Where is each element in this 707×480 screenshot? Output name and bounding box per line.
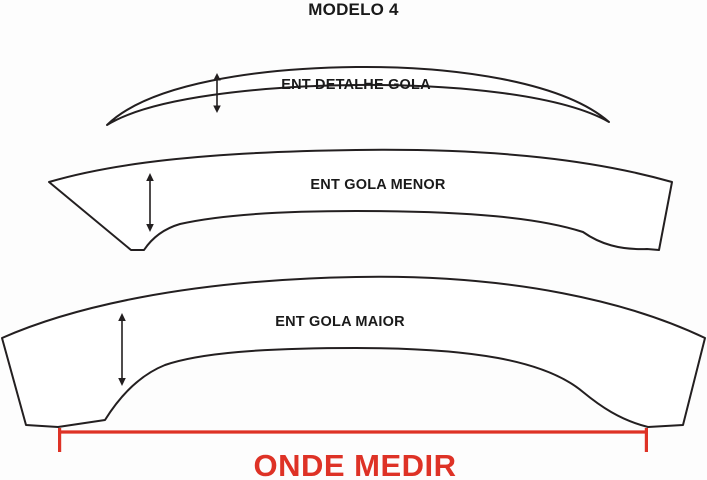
- page-title: MODELO 4: [308, 0, 399, 19]
- piece-outline-ent-gola-menor: [48, 148, 673, 251]
- piece-label-ent-detalhe-gola: ENT DETALHE GOLA: [281, 77, 431, 93]
- piece-label-ent-gola-maior: ENT GOLA MAIOR: [275, 314, 405, 330]
- piece-label-ent-gola-menor: ENT GOLA MENOR: [310, 177, 446, 193]
- dimension-arrow-ent-detalhe-gola: [213, 73, 221, 113]
- piece-outline-ent-gola-maior: [1, 275, 706, 428]
- dimension-arrow-ent-gola-maior: [118, 313, 126, 386]
- piece-outline-ent-detalhe-gola: [106, 65, 610, 126]
- dimension-arrow-ent-gola-menor: [146, 173, 154, 232]
- measurement-bracket: [57, 428, 649, 452]
- measurement-label: ONDE MEDIR: [253, 448, 457, 480]
